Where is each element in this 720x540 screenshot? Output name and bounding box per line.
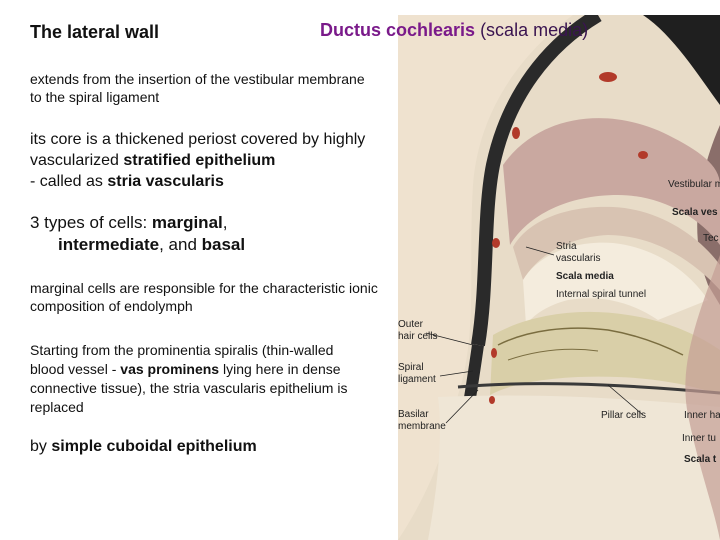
p6-cuboidal: simple cuboidal epithelium bbox=[51, 438, 257, 455]
label-scala-t: Scala t bbox=[684, 454, 717, 465]
label-spiral-2: ligament bbox=[398, 374, 436, 385]
paragraph-cuboidal: by simple cuboidal epithelium bbox=[30, 437, 370, 457]
label-scala-ves: Scala ves bbox=[672, 207, 718, 218]
section-heading: Ductus cochlearis (scala media) bbox=[320, 20, 588, 41]
p5-vas-prominens: vas prominens bbox=[120, 361, 220, 377]
heading-rest: (scala media) bbox=[475, 20, 589, 40]
paragraph-prominentia: Starting from the prominentia spiralis (… bbox=[30, 341, 370, 417]
p2-stratified: stratified epithelium bbox=[123, 152, 276, 169]
label-basilar-2: membrane bbox=[398, 421, 446, 432]
p3-marginal: marginal bbox=[151, 213, 223, 232]
paragraph-extent: extends from the insertion of the vestib… bbox=[30, 71, 365, 105]
label-basilar-1: Basilar bbox=[398, 409, 429, 420]
paragraph-marginal: marginal cells are responsible for the c… bbox=[30, 280, 378, 314]
p2-text-a: its core is a thickened periost covered … bbox=[30, 131, 366, 169]
label-outer-1: Outer bbox=[398, 319, 424, 330]
label-inner-h: Inner ha bbox=[684, 410, 720, 421]
label-internal-tunnel: Internal spiral tunnel bbox=[556, 289, 646, 300]
p3-basal: basal bbox=[201, 235, 246, 254]
p3-comma: , bbox=[222, 213, 228, 232]
text-panel bbox=[0, 0, 398, 540]
p2-stria: stria vascularis bbox=[107, 173, 224, 190]
cochlea-illustration: Vestibular memb Scala ves Tec Stria vasc… bbox=[398, 15, 720, 540]
p3-and: , and bbox=[159, 235, 202, 254]
slide-title: The lateral wall bbox=[30, 22, 160, 42]
label-scala-media: Scala media bbox=[556, 271, 614, 282]
p3-text-a: 3 types of cells: bbox=[30, 213, 152, 232]
p5-text-c: lying here in dense connective tissue), … bbox=[30, 361, 348, 415]
label-tec: Tec bbox=[703, 233, 719, 244]
paragraph-cell-types: 3 types of cells: marginal, intermediate,… bbox=[30, 212, 390, 256]
label-stria-2: vascularis bbox=[556, 253, 600, 264]
label-inner-t: Inner tu bbox=[682, 433, 716, 444]
p6-text-a: by bbox=[30, 438, 52, 455]
p3-intermediate: intermediate bbox=[58, 235, 160, 254]
label-outer-2: hair cells bbox=[398, 331, 437, 342]
label-stria-1: Stria bbox=[556, 241, 577, 252]
heading-ductus: Ductus cochlearis bbox=[320, 20, 476, 40]
p2-text-c: - called as bbox=[30, 173, 108, 190]
paragraph-core: its core is a thickened periost covered … bbox=[30, 129, 390, 192]
p5-text-a: Starting from the prominentia spiralis (… bbox=[30, 342, 334, 377]
label-spiral-1: Spiral bbox=[398, 362, 424, 373]
label-pillar: Pillar cells bbox=[601, 410, 646, 421]
label-vestibular: Vestibular memb bbox=[668, 179, 720, 190]
